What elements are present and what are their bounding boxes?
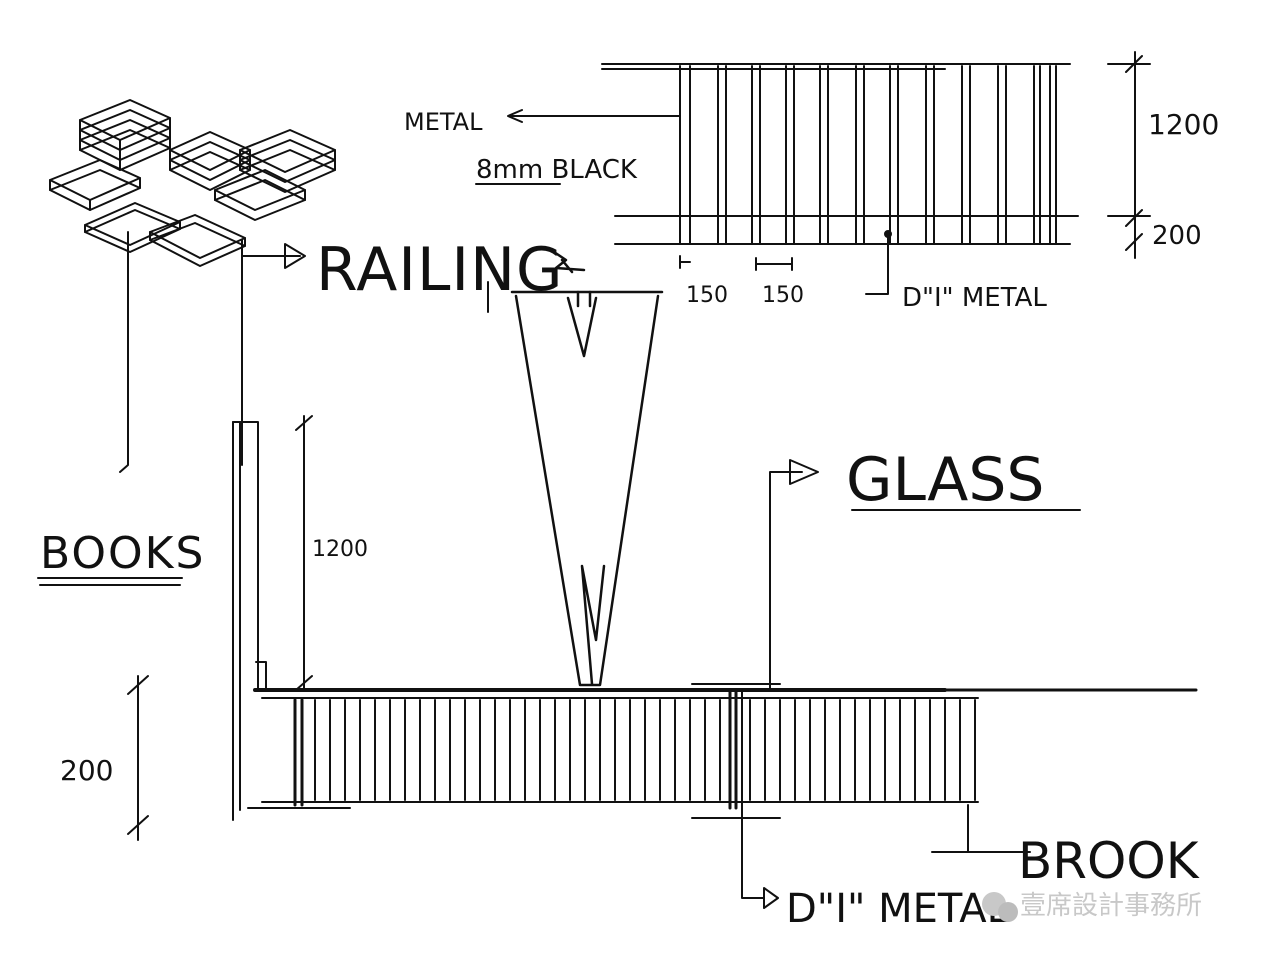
metal-label: METAL bbox=[404, 108, 483, 136]
section-base-dim bbox=[127, 675, 149, 841]
books-isometric-drawing bbox=[49, 99, 336, 473]
wechat-icon bbox=[982, 892, 1018, 922]
section-detail-triangle bbox=[510, 246, 664, 687]
black-8mm-label: 8mm BLACK bbox=[476, 155, 638, 185]
section-base-label: 200 bbox=[60, 754, 113, 787]
elevation-height-dim: 1200 bbox=[1148, 108, 1219, 141]
watermark-text: 壹席設計事務所 bbox=[1020, 891, 1202, 921]
railing-section-post bbox=[232, 421, 267, 821]
spacing-dim-a: 150 bbox=[686, 283, 728, 308]
brook-label: BROOK bbox=[1018, 832, 1200, 890]
i-metal-leader-bottom bbox=[741, 689, 779, 909]
section-height-dim bbox=[295, 415, 313, 691]
watermark: 壹席設計事務所 bbox=[982, 891, 1202, 922]
railing-leader bbox=[241, 239, 306, 466]
books-label: BOOKS bbox=[40, 528, 205, 579]
section-height-label: 1200 bbox=[312, 537, 368, 562]
i-metal-label-bottom: D"I" METAL bbox=[786, 886, 1010, 932]
railing-elevation bbox=[475, 51, 1151, 295]
spacing-dim-b: 150 bbox=[762, 283, 804, 308]
books-underline bbox=[37, 577, 183, 586]
brook-leader bbox=[931, 804, 1031, 853]
glass-leader bbox=[769, 459, 1081, 691]
elevation-base-dim: 200 bbox=[1152, 221, 1202, 251]
glass-label: GLASS bbox=[846, 445, 1045, 515]
floor-slab-section bbox=[247, 683, 1198, 819]
i-metal-label-top: D"I" METAL bbox=[902, 283, 1047, 313]
railing-label: RAILING bbox=[316, 235, 564, 305]
